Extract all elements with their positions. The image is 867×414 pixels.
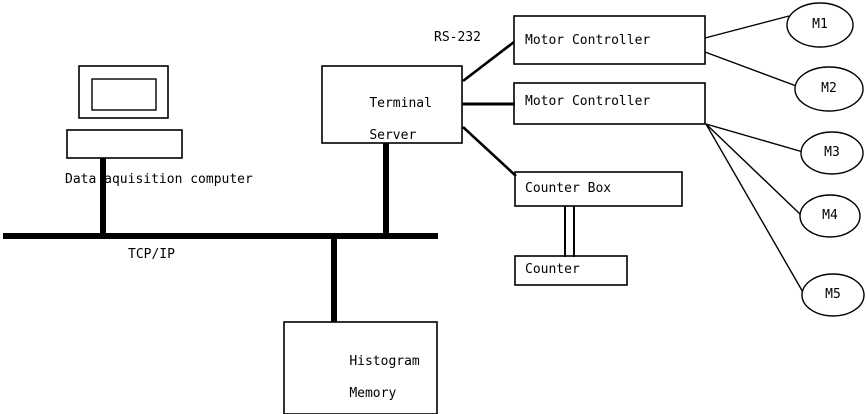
- motor-m2-ellipse[interactable]: [794, 66, 864, 112]
- motor-m4-ellipse[interactable]: [799, 194, 861, 238]
- terminal-server-box[interactable]: [321, 65, 463, 144]
- link-motor-controller-2-to-m4[interactable]: [705, 123, 802, 216]
- motor-m3-ellipse[interactable]: [800, 131, 864, 175]
- counter-box-box[interactable]: [514, 171, 683, 207]
- counter-box[interactable]: [514, 255, 628, 286]
- terminal-server-bus-drop-line[interactable]: [383, 143, 389, 236]
- link-motor-controller-2-to-m5[interactable]: [705, 123, 805, 295]
- daq-computer-chassis[interactable]: [66, 129, 183, 159]
- motor-m1-ellipse[interactable]: [786, 2, 854, 48]
- daq-monitor-screen: [91, 78, 157, 111]
- motor-m5-ellipse[interactable]: [801, 273, 865, 317]
- link-terminal-server-to-counter-box[interactable]: [462, 126, 517, 177]
- link-motor-controller-1-to-m1[interactable]: [704, 15, 790, 39]
- motor-controller-2-box[interactable]: [513, 82, 706, 125]
- daq-computer-bus-drop-line[interactable]: [100, 158, 106, 236]
- histogram-memory-box[interactable]: [283, 321, 438, 414]
- link-rs232-line[interactable]: [462, 40, 515, 83]
- link-motor-controller-2-to-m3[interactable]: [705, 123, 804, 153]
- histogram-memory-bus-drop-line[interactable]: [331, 236, 337, 324]
- link-motor-controller-1-to-m2[interactable]: [704, 51, 800, 88]
- tcpip-bus-line[interactable]: [3, 233, 438, 239]
- motor-controller-1-box[interactable]: [513, 15, 706, 65]
